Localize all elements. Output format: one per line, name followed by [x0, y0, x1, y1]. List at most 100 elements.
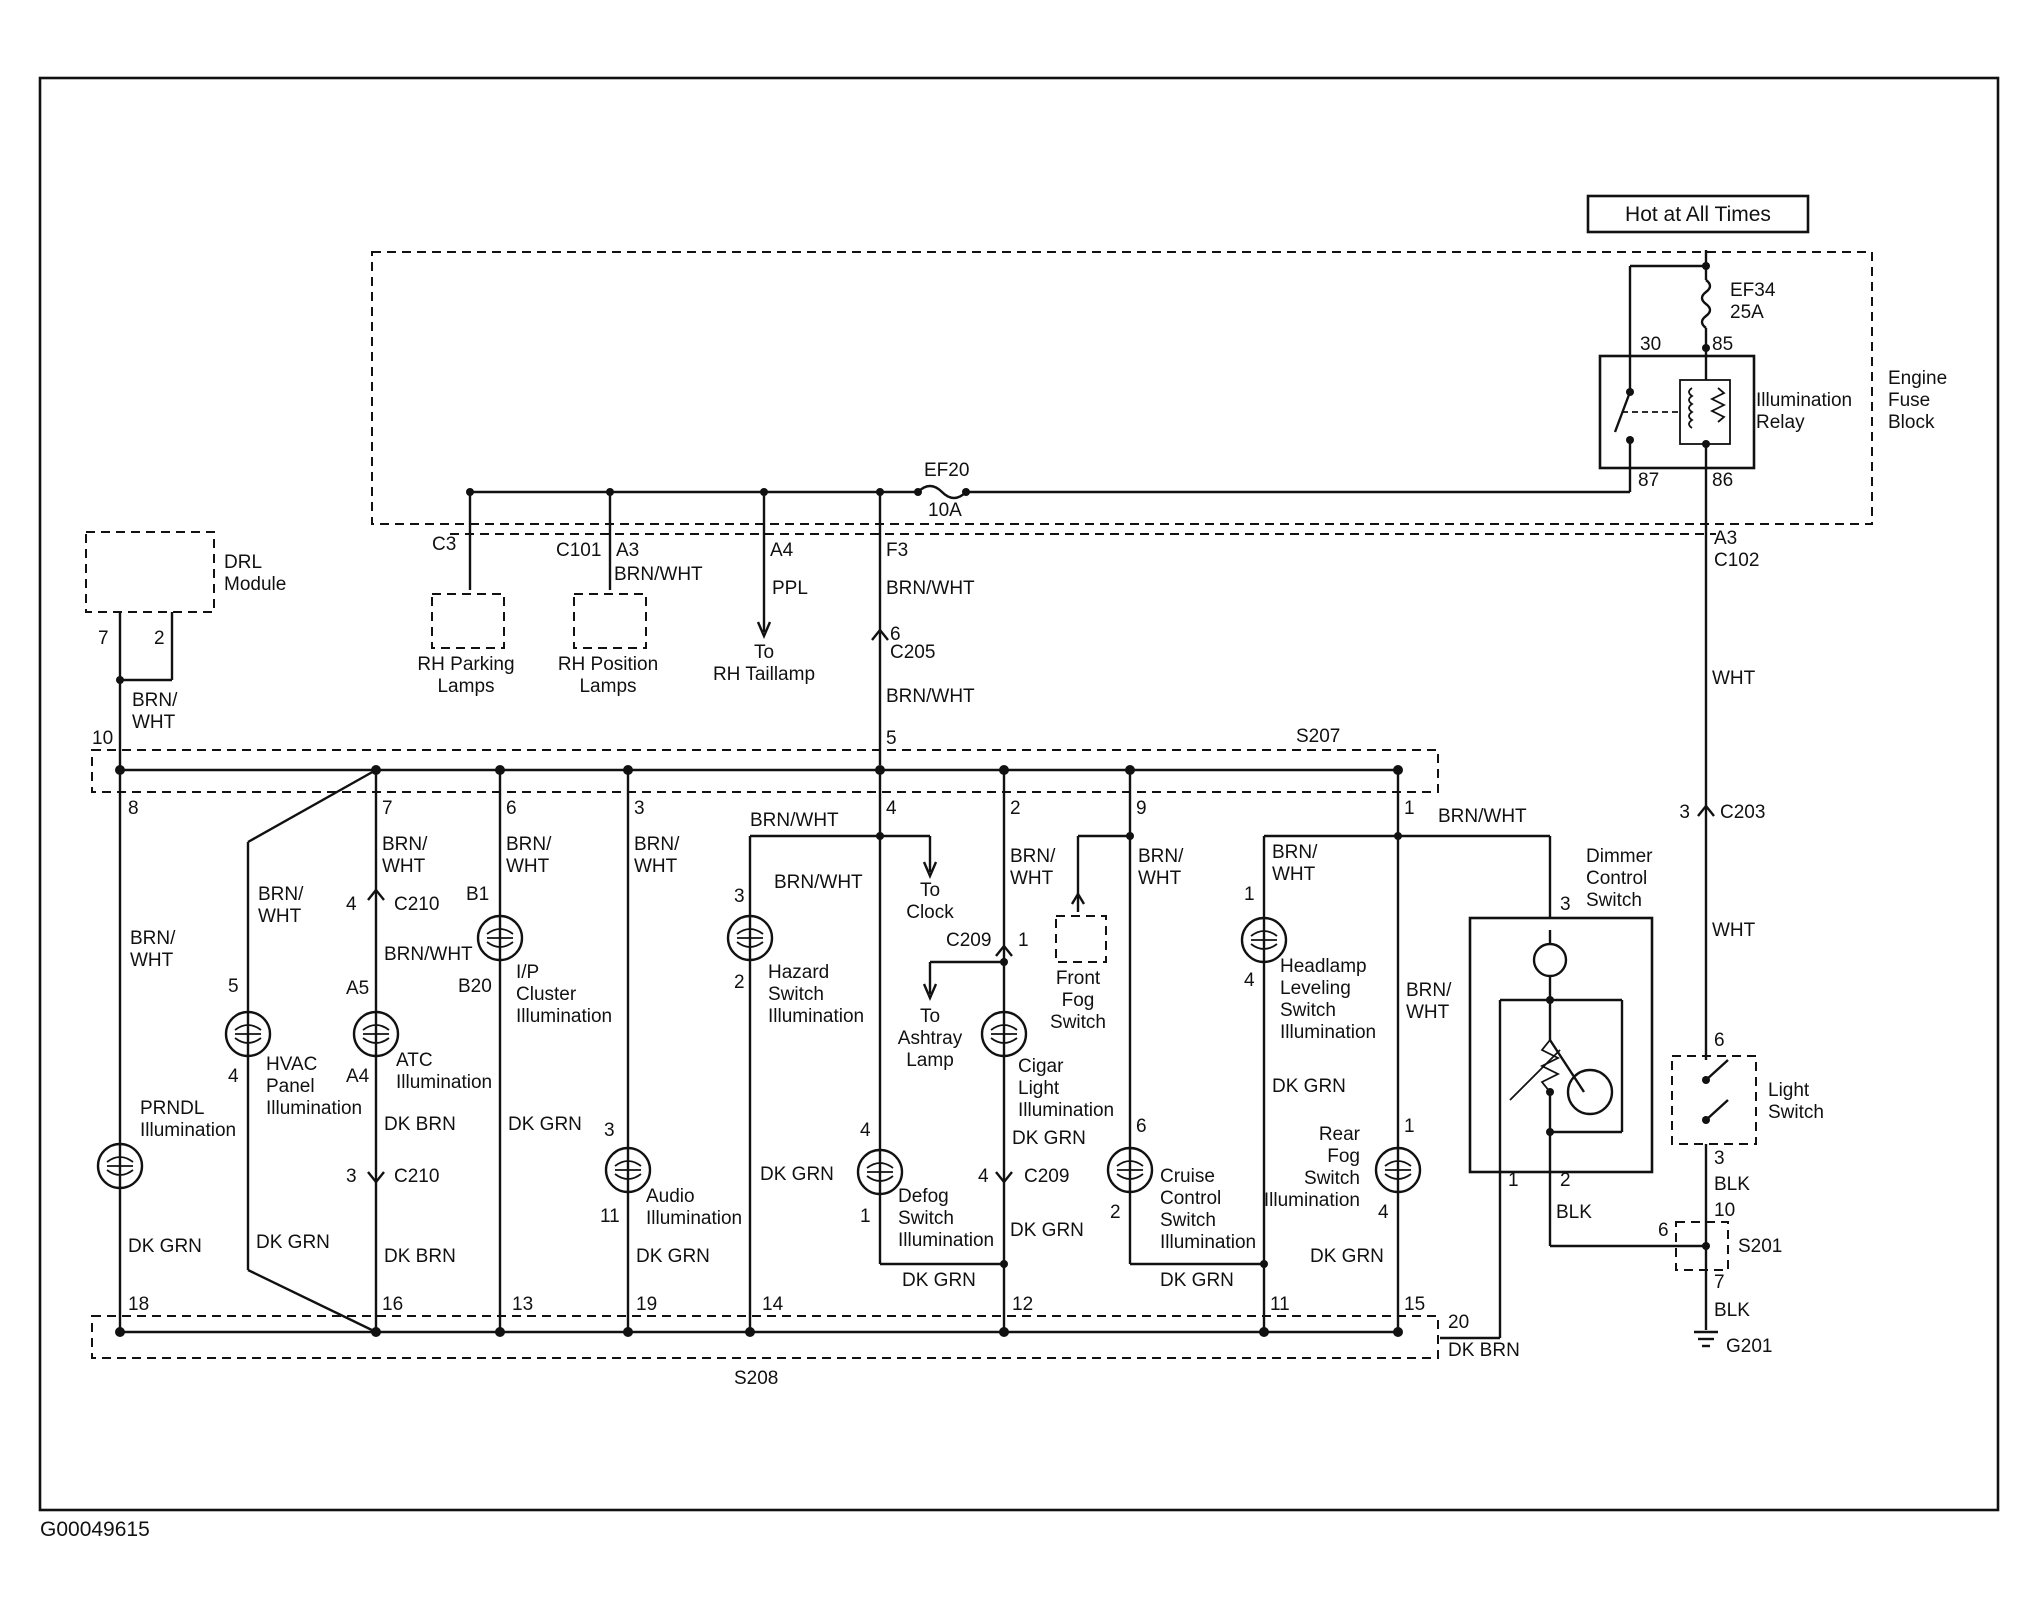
drl-label-2: Module	[224, 574, 286, 595]
s201-pin-7: 7	[1714, 1272, 1725, 1293]
wire-wht-headlamp: WHT	[1272, 864, 1316, 885]
wire-wht-hvac: WHT	[258, 906, 302, 927]
wire-dk-grn-cruise: DK GRN	[1160, 1270, 1234, 1291]
dimmer-pin-1: 1	[1508, 1170, 1519, 1191]
c210-bottom-label: C210	[394, 1166, 439, 1187]
audio-label-1: Audio	[646, 1186, 695, 1207]
wire-brn-cruise: BRN/	[1138, 846, 1184, 867]
relay-pin-85: 85	[1712, 334, 1733, 355]
wire-wht-prndl: WHT	[130, 950, 174, 971]
connector-a3: A3	[616, 540, 639, 561]
front-fog-label-1: Front	[1056, 968, 1101, 989]
rh-taillamp-label-2: RH Taillamp	[713, 664, 815, 685]
cruise-label-4: Illumination	[1160, 1232, 1256, 1253]
to-ashtray-label-1: To	[920, 1006, 940, 1027]
c205-pin: 6	[890, 624, 901, 645]
drl-label-1: DRL	[224, 552, 262, 573]
wire-brn-cigar: BRN/	[1010, 846, 1056, 867]
s208-pin-12: 12	[1012, 1294, 1033, 1315]
s208-pin-15: 15	[1404, 1294, 1425, 1315]
s208-pin-14: 14	[762, 1294, 784, 1315]
engine-fuse-block-label-1: Engine	[1888, 368, 1947, 389]
s207-pin-8: 8	[128, 798, 139, 819]
c210-bottom-pin: 3	[346, 1166, 357, 1187]
headlamp-pin-4: 4	[1244, 970, 1255, 991]
dimmer-label-2: Control	[1586, 868, 1647, 889]
hot-at-all-times-box: Hot at All Times	[1586, 194, 1810, 234]
c209-top-label: C209	[946, 930, 991, 951]
rh-position-label-1: RH Position	[558, 654, 658, 675]
light-switch	[1671, 1055, 1757, 1330]
audio-label-2: Illumination	[646, 1208, 742, 1229]
relay-pin-30: 30	[1640, 334, 1661, 355]
ef34-rating: 25A	[1730, 302, 1764, 323]
defog-pin-4: 4	[860, 1120, 871, 1141]
engine-fuse-block-label-3: Block	[1888, 412, 1935, 433]
drl-pin-2: 2	[154, 628, 165, 649]
cruise-pin-2: 2	[1110, 1202, 1121, 1223]
wire-brn-wht-f3: BRN/WHT	[886, 578, 975, 599]
s207-pin-3: 3	[634, 798, 645, 819]
s207-pin-9: 9	[1136, 798, 1147, 819]
ground-icon	[1694, 1330, 1718, 1348]
wire-wht-atc: WHT	[382, 856, 426, 877]
cigar-label-2: Light	[1018, 1078, 1060, 1099]
wire-brn-rearfog: BRN/	[1406, 980, 1452, 1001]
s208-pin-13: 13	[512, 1294, 533, 1315]
wire-brn-wht-atc: BRN/WHT	[384, 944, 473, 965]
wire-wht-rearfog: WHT	[1406, 1002, 1450, 1023]
wire-brn-wht-c205: BRN/WHT	[886, 686, 975, 707]
cruise-label-1: Cruise	[1160, 1166, 1215, 1187]
wire-dk-grn-headlamp: DK GRN	[1272, 1076, 1346, 1097]
wire-dk-grn-rearfog: DK GRN	[1310, 1246, 1384, 1267]
c210-top-pin: 4	[346, 894, 357, 915]
light-switch-pin-6: 6	[1714, 1030, 1725, 1051]
cigar-label-1: Cigar	[1018, 1056, 1064, 1077]
defog-pin-1: 1	[860, 1206, 871, 1227]
ef20-rating: 10A	[928, 500, 962, 521]
atc-label-2: Illumination	[396, 1072, 492, 1093]
defog-label-1: Defog	[898, 1186, 949, 1207]
hazard-pin-3: 3	[734, 886, 745, 907]
c203-pin: 3	[1679, 802, 1690, 823]
connector-c3: C3	[432, 534, 456, 555]
hazard-label-1: Hazard	[768, 962, 829, 983]
ef34-label: EF34	[1730, 280, 1776, 301]
hvac-label-3: Illumination	[266, 1098, 362, 1119]
wire-blk-2: BLK	[1714, 1300, 1750, 1321]
light-switch-label-2: Switch	[1768, 1102, 1824, 1123]
s207-pin-2: 2	[1010, 798, 1021, 819]
wire-dk-brn-20: DK BRN	[1448, 1340, 1520, 1361]
ip-pin-b20: B20	[458, 976, 492, 997]
connector-c205: C205	[890, 642, 935, 663]
cruise-label-2: Control	[1160, 1188, 1221, 1209]
headlamp-label-1: Headlamp	[1280, 956, 1367, 977]
wire-dk-grn-defog: DK GRN	[902, 1270, 976, 1291]
rh-position-label-2: Lamps	[579, 676, 636, 697]
ef20-label: EF20	[924, 460, 969, 481]
atc-label-1: ATC	[396, 1050, 433, 1071]
rh-taillamp-label-1: To	[754, 642, 774, 663]
relay-pin-87: 87	[1638, 470, 1659, 491]
wire-dk-grn-ip: DK GRN	[508, 1114, 582, 1135]
illumination-relay	[1598, 250, 1756, 492]
s201-pin-10: 10	[1714, 1200, 1735, 1221]
light-switch-pin-3: 3	[1714, 1148, 1725, 1169]
cigar-label-3: Illumination	[1018, 1100, 1114, 1121]
wire-dk-grn-hvac: DK GRN	[256, 1232, 330, 1253]
engine-fuse-block-box	[371, 251, 1873, 525]
drl-pin-7: 7	[98, 628, 109, 649]
connector-c203: C203	[1720, 802, 1765, 823]
rearfog-pin-4: 4	[1378, 1202, 1389, 1223]
wire-brn-wht-dimmer: BRN/WHT	[1438, 806, 1527, 827]
hvac-label-1: HVAC	[266, 1054, 317, 1075]
front-fog-label-3: Switch	[1050, 1012, 1106, 1033]
hvac-label-2: Panel	[266, 1076, 315, 1097]
splice-s207-box	[91, 749, 1439, 793]
relay-label-1: Illumination	[1756, 390, 1852, 411]
wire-brn-prndl: BRN/	[130, 928, 176, 949]
headlamp-pin-1: 1	[1244, 884, 1255, 905]
dimmer-label-3: Switch	[1586, 890, 1642, 911]
defog-label-3: Illumination	[898, 1230, 994, 1251]
wire-wht-ip: WHT	[506, 856, 550, 877]
